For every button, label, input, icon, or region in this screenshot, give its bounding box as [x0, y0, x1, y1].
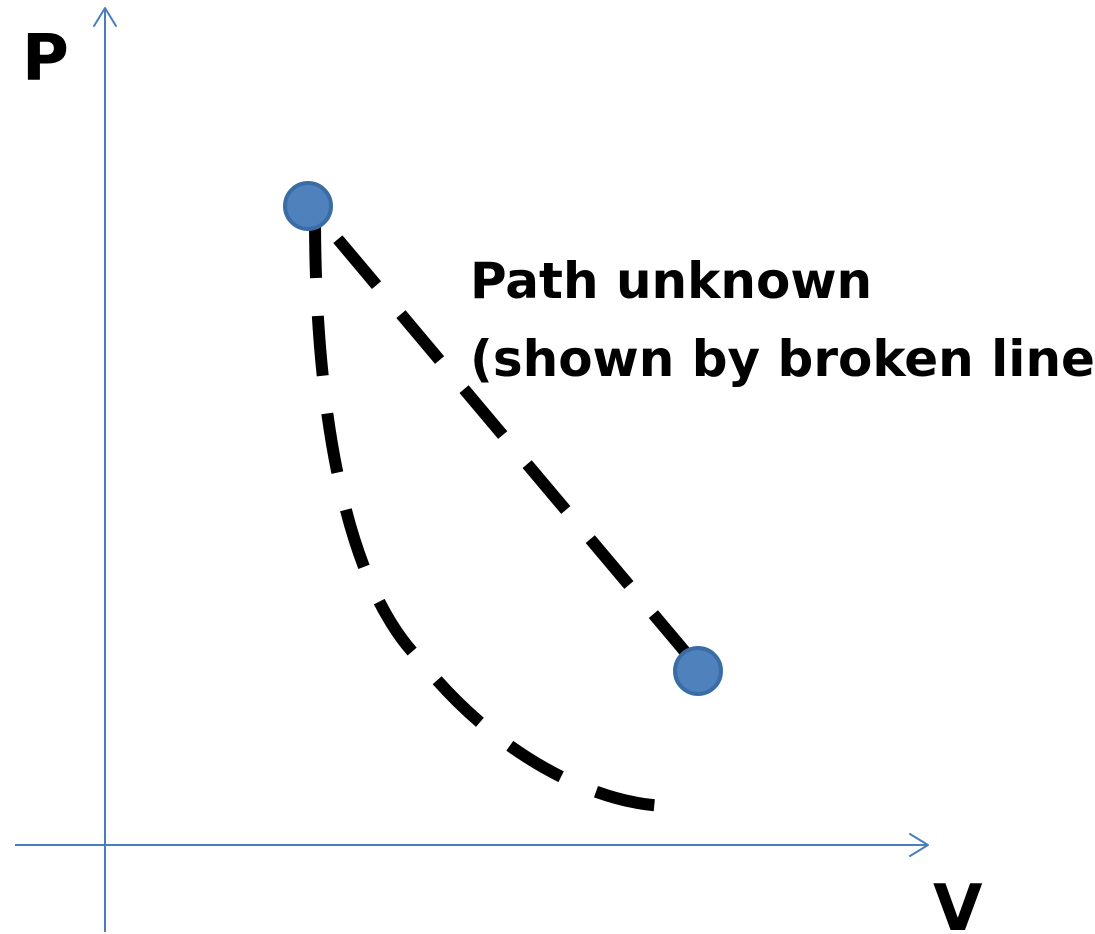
curved-broken-path — [309, 217, 669, 812]
x-axis-arrow-icon — [909, 833, 929, 857]
y-axis-arrow-icon — [93, 7, 117, 27]
annotation-line-1: Path unknown — [470, 252, 872, 310]
state-point-initial — [283, 181, 333, 231]
y-axis-label: P — [22, 22, 69, 96]
state-point-final — [673, 646, 723, 696]
annotation-line-2: (shown by broken line) — [470, 330, 1095, 388]
x-axis-label: V — [933, 872, 983, 934]
